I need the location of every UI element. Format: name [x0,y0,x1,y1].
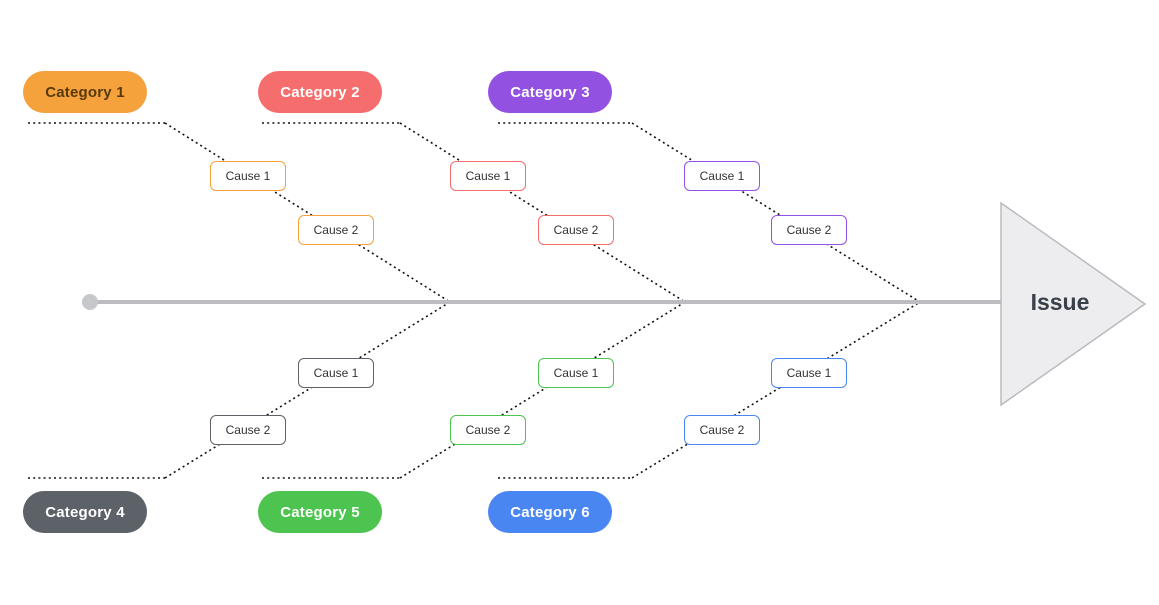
category-pill-2[interactable]: Category 2 [258,71,382,113]
cause-box-1-1[interactable]: Cause 1 [210,161,286,191]
branch-line-6-diagonal [631,301,921,479]
cause-box-3-2[interactable]: Cause 2 [771,215,847,245]
branch-line-3-diagonal [631,122,921,303]
category-pill-4[interactable]: Category 4 [23,491,147,533]
cause-box-1-2[interactable]: Cause 2 [298,215,374,245]
category-pill-1[interactable]: Category 1 [23,71,147,113]
category-pill-5[interactable]: Category 5 [258,491,382,533]
branch-line-4-diagonal [164,301,451,479]
cause-box-3-1[interactable]: Cause 1 [684,161,760,191]
cause-box-4-1[interactable]: Cause 1 [298,358,374,388]
branch-line-1-diagonal [164,122,451,303]
cause-box-6-1[interactable]: Cause 1 [771,358,847,388]
category-pill-6[interactable]: Category 6 [488,491,612,533]
cause-box-2-2[interactable]: Cause 2 [538,215,614,245]
cause-box-2-1[interactable]: Cause 1 [450,161,526,191]
category-pill-3[interactable]: Category 3 [488,71,612,113]
issue-arrow[interactable] [1000,201,1147,407]
spine-start-dot [82,294,98,310]
cause-box-5-2[interactable]: Cause 2 [450,415,526,445]
cause-box-6-2[interactable]: Cause 2 [684,415,760,445]
branch-line-5-diagonal [399,301,686,479]
branch-line-2-diagonal [399,122,686,303]
cause-box-4-2[interactable]: Cause 2 [210,415,286,445]
cause-box-5-1[interactable]: Cause 1 [538,358,614,388]
